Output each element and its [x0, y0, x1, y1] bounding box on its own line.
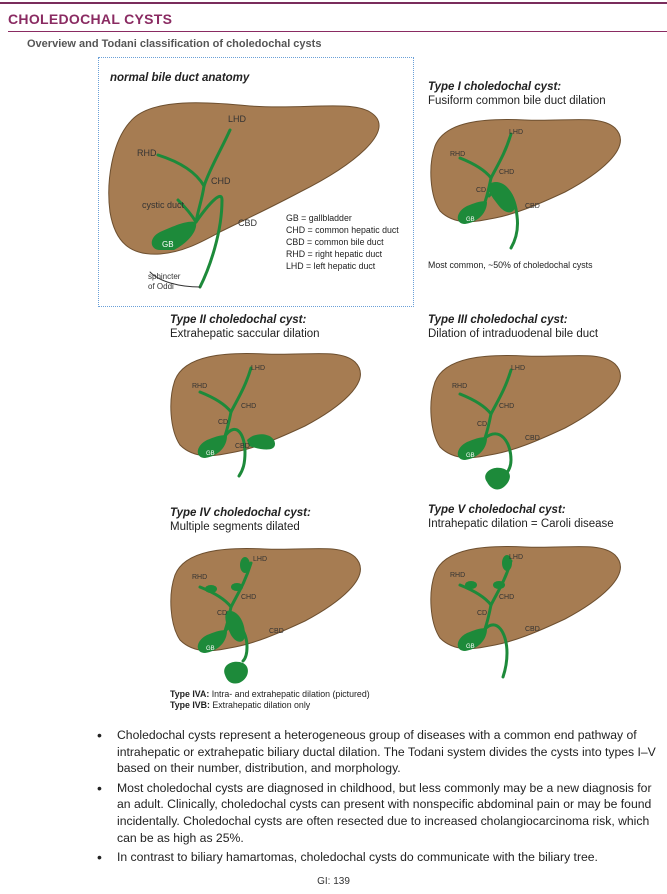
svg-text:GB: GB	[466, 217, 475, 223]
bullet-item: Choledochal cysts represent a heterogene…	[97, 727, 657, 777]
svg-text:CBD: CBD	[525, 203, 540, 210]
svg-text:LHD: LHD	[509, 554, 523, 561]
liver-shape	[108, 102, 380, 255]
svg-text:LHD: LHD	[253, 556, 267, 563]
svg-text:sphincter: sphincter	[148, 272, 181, 281]
svg-text:cystic duct: cystic duct	[142, 200, 185, 210]
svg-text:RHD: RHD	[192, 383, 207, 390]
type4-notes: Type IVA: Intra- and extrahepatic dilati…	[170, 689, 370, 710]
type1-caption: Type I choledochal cyst: Fusiform common…	[428, 81, 606, 107]
top-rule	[0, 2, 667, 4]
svg-text:CBD: CBD	[525, 626, 540, 633]
title-rule	[8, 31, 667, 32]
svg-text:CHD: CHD	[241, 403, 256, 410]
svg-text:of Oddi: of Oddi	[148, 282, 174, 291]
type2-caption: Type II choledochal cyst: Extrahepatic s…	[170, 314, 320, 340]
svg-text:CD: CD	[218, 419, 228, 426]
type1-figure: LHD RHD CHD CD CBD GB	[425, 106, 635, 256]
svg-text:CHD: CHD	[499, 169, 514, 176]
bullet-item: In contrast to biliary hamartomas, chole…	[97, 849, 657, 866]
svg-text:GB: GB	[466, 644, 475, 650]
svg-text:CHD: CHD	[499, 403, 514, 410]
svg-text:GB: GB	[466, 453, 475, 459]
svg-text:RHD: RHD	[450, 572, 465, 579]
svg-text:CD: CD	[477, 610, 487, 617]
svg-text:GB: GB	[206, 451, 215, 457]
svg-text:LHD: LHD	[251, 365, 265, 372]
normal-anatomy-heading: normal bile duct anatomy	[110, 72, 250, 84]
svg-text:GB: GB	[162, 240, 174, 249]
normal-anatomy-panel	[98, 57, 414, 307]
svg-text:GB: GB	[206, 646, 215, 652]
legend-item: RHD = right hepatic duct	[286, 249, 383, 259]
type3-caption: Type III choledochal cyst: Dilation of i…	[428, 314, 599, 340]
svg-text:CD: CD	[476, 187, 486, 194]
svg-text:CBD: CBD	[238, 218, 258, 228]
legend-item: GB = gallbladder	[286, 213, 352, 223]
legend-item: CHD = common hepatic duct	[286, 225, 399, 235]
legend-item: CBD = common bile duct	[286, 237, 384, 247]
type1-footnote: Most common, ~50% of choledochal cysts	[428, 260, 593, 270]
page-title: CHOLEDOCHAL CYSTS	[8, 11, 173, 27]
normal-anatomy-figure: LHD RHD CHD cystic duct CBD GB sphincter…	[100, 82, 410, 302]
svg-text:CBD: CBD	[269, 628, 284, 635]
legend-item: LHD = left hepatic duct	[286, 261, 376, 271]
svg-text:LHD: LHD	[509, 129, 523, 136]
type5-figure: LHD RHD CHD CD CBD GB	[425, 533, 635, 683]
type4-caption: Type IV choledochal cyst: Multiple segme…	[170, 507, 311, 533]
type2-figure: LHD RHD CHD CD CBD GB	[165, 340, 375, 480]
svg-text:CHD: CHD	[241, 594, 256, 601]
bullet-item: Most choledochal cysts are diagnosed in …	[97, 780, 657, 846]
page-number: GI: 139	[317, 876, 350, 887]
svg-text:LHD: LHD	[511, 365, 525, 372]
svg-text:CD: CD	[217, 610, 227, 617]
svg-text:CBD: CBD	[525, 435, 540, 442]
svg-text:CHD: CHD	[211, 176, 231, 186]
type3-figure: LHD RHD CHD CD CBD GB	[425, 342, 635, 494]
svg-text:LHD: LHD	[228, 114, 247, 124]
svg-text:RHD: RHD	[192, 574, 207, 581]
bullet-list: Choledochal cysts represent a heterogene…	[97, 727, 657, 869]
abbreviation-legend: GB = gallbladder CHD = common hepatic du…	[286, 212, 399, 272]
page-subtitle: Overview and Todani classification of ch…	[27, 38, 322, 50]
svg-text:RHD: RHD	[450, 151, 465, 158]
type5-caption: Type V choledochal cyst: Intrahepatic di…	[428, 504, 614, 530]
type4-figure: LHD RHD CHD CD CBD GB	[165, 535, 375, 687]
svg-text:RHD: RHD	[452, 383, 467, 390]
svg-text:CBD: CBD	[235, 443, 250, 450]
svg-text:CD: CD	[477, 421, 487, 428]
svg-text:CHD: CHD	[499, 594, 514, 601]
svg-text:RHD: RHD	[137, 148, 157, 158]
